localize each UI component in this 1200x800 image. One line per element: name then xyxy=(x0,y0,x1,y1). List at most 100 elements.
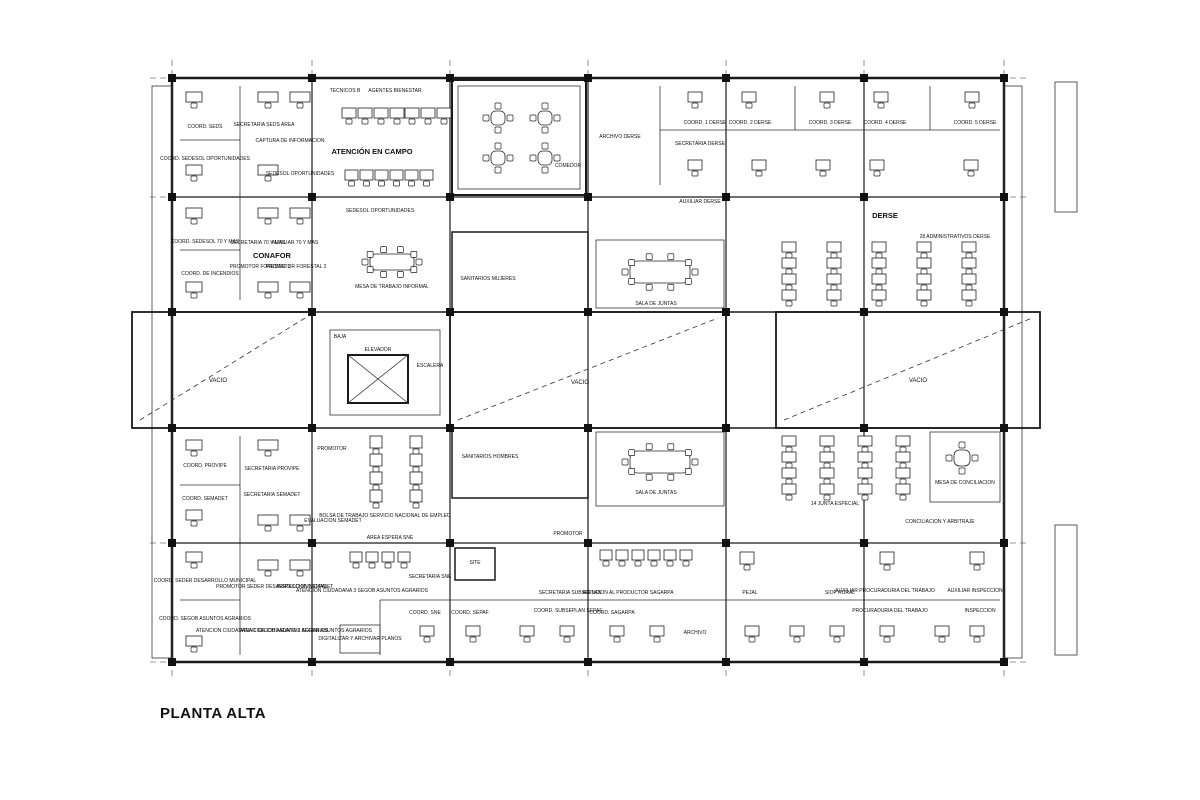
desk xyxy=(781,273,797,285)
chair xyxy=(412,502,420,509)
desk xyxy=(741,91,757,103)
column xyxy=(1000,308,1008,316)
desk xyxy=(857,483,873,495)
column xyxy=(308,193,316,201)
desk xyxy=(341,107,357,119)
chair xyxy=(830,252,838,259)
desk xyxy=(369,453,383,467)
desk xyxy=(369,471,383,485)
desk xyxy=(649,625,665,637)
chair xyxy=(396,271,404,278)
desk xyxy=(687,91,703,103)
chair xyxy=(691,268,699,276)
label-vacio-3: VACIO xyxy=(909,378,928,384)
chair xyxy=(494,166,502,174)
chair xyxy=(877,102,885,109)
chair xyxy=(823,446,831,453)
chair xyxy=(563,636,571,643)
column xyxy=(1000,539,1008,547)
desk xyxy=(826,273,842,285)
desk xyxy=(871,289,887,301)
chair xyxy=(363,180,370,187)
chair xyxy=(875,284,883,291)
chair xyxy=(393,118,401,125)
walls xyxy=(151,76,1078,664)
label-junta-especial: 14 JUNTA ESPECIAL xyxy=(811,501,859,507)
column xyxy=(168,424,176,432)
chair xyxy=(650,560,658,567)
desk xyxy=(916,289,932,301)
chair xyxy=(264,450,272,457)
chair xyxy=(634,560,642,567)
chair xyxy=(190,450,198,457)
desk xyxy=(687,159,703,171)
column xyxy=(1000,193,1008,201)
label-archivo-derse: ARCHIVO DERSE xyxy=(599,134,641,140)
chair xyxy=(645,253,653,261)
label-site: SITE xyxy=(469,560,481,566)
desk xyxy=(365,551,379,563)
label-secretaria-derse: SECRETARIA DERSE xyxy=(675,141,726,147)
chair xyxy=(628,278,636,285)
desk xyxy=(969,551,985,565)
column xyxy=(308,658,316,666)
chair xyxy=(667,253,675,261)
chair xyxy=(861,446,869,453)
label-sala-juntas-2: SALA DE JUNTAS xyxy=(635,490,677,496)
desk xyxy=(857,451,873,463)
label-secretaria-70: SECRETARIA 70 Y MAS xyxy=(230,240,286,246)
chair xyxy=(628,449,636,456)
label-pejal: PEJAL xyxy=(742,590,758,596)
chair xyxy=(423,180,430,187)
chair xyxy=(190,562,198,569)
chair xyxy=(264,292,272,299)
chair xyxy=(541,102,549,110)
chair xyxy=(482,154,490,162)
chair xyxy=(424,118,432,125)
label-secretaria-provipe: SECRETARIA PROVIPE xyxy=(245,466,301,472)
desk xyxy=(647,549,661,561)
chair xyxy=(971,454,979,462)
desk xyxy=(916,241,932,253)
chair xyxy=(691,102,699,109)
chair xyxy=(875,268,883,275)
chair xyxy=(366,266,374,273)
desk xyxy=(916,257,932,269)
label-evaluacion-semadet: EVALUACION SEMADET xyxy=(304,518,361,524)
chair xyxy=(883,636,891,643)
chair xyxy=(920,284,928,291)
column xyxy=(446,74,454,82)
chair xyxy=(691,170,699,177)
desk xyxy=(826,241,842,253)
chair xyxy=(823,462,831,469)
desk xyxy=(961,273,977,285)
label-captura-info: CAPTURA DE INFORMACION xyxy=(256,138,325,144)
desk xyxy=(879,625,895,637)
room-labels: COORD. SEDS COORD. SEDESOL OPORTUNIDADES… xyxy=(154,88,1003,642)
chair xyxy=(965,252,973,259)
column xyxy=(584,193,592,201)
chair xyxy=(785,446,793,453)
chair xyxy=(667,443,675,451)
chair xyxy=(785,284,793,291)
label-atencion-ciudadana-3: ATENCION CIUDADANA 3 SEGOB ASUNTOS AGRAR… xyxy=(296,588,429,594)
chair xyxy=(380,246,388,253)
desk xyxy=(739,551,755,565)
label-siop-rural: SIOP RURAL xyxy=(825,590,855,596)
desk xyxy=(289,91,311,103)
chair xyxy=(372,502,380,509)
chair xyxy=(967,170,975,177)
desk xyxy=(934,625,950,637)
desk xyxy=(819,467,835,479)
chair xyxy=(938,636,946,643)
chair xyxy=(968,102,976,109)
column xyxy=(1000,658,1008,666)
chair xyxy=(469,636,477,643)
column xyxy=(446,308,454,316)
desk xyxy=(744,625,760,637)
column xyxy=(722,658,730,666)
chair xyxy=(682,560,690,567)
column xyxy=(722,193,730,201)
chair xyxy=(755,170,763,177)
desk xyxy=(257,439,279,451)
